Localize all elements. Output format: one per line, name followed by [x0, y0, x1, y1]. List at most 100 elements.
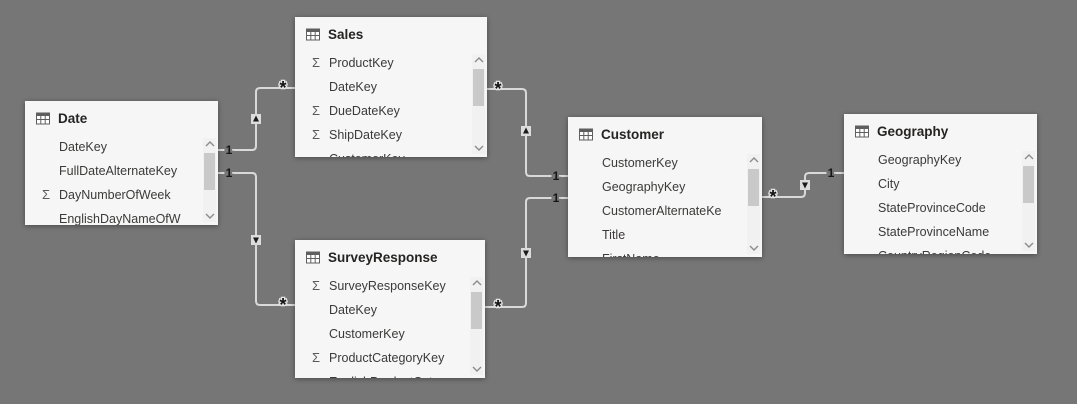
field-name: CustomerKey	[329, 327, 405, 341]
sum-sigma-icon: Σ	[311, 103, 321, 118]
scrollbar-thumb[interactable]	[1023, 166, 1034, 203]
field-row-productcategorykey[interactable]: Σ ProductCategoryKey	[295, 346, 485, 370]
field-row-customerkey[interactable]: ΣCustomerKey	[295, 322, 485, 346]
cardinality-one-label: 1	[226, 166, 233, 180]
table-card-surveyresponse[interactable]: SurveyResponseΣSurveyResponseKeyΣDateKey…	[295, 240, 485, 378]
relationship-customer-surveyresponse[interactable]: 1*	[485, 189, 568, 318]
table-header: Customer	[568, 117, 762, 151]
field-row-customerkey[interactable]: ΣCustomerKey	[568, 151, 762, 175]
scroll-up-icon[interactable]	[472, 280, 482, 286]
cardinality-many-label: *	[279, 78, 286, 98]
cardinality-one-label: 1	[226, 143, 233, 157]
cardinality-one-label: 1	[828, 166, 835, 180]
field-row-title[interactable]: ΣTitle	[568, 223, 762, 247]
field-name: GeographyKey	[602, 180, 686, 194]
scrollbar[interactable]	[747, 154, 760, 254]
field-list: ΣDateKeyΣFullDateAlternateKeyΣDayNumberO…	[25, 135, 218, 225]
field-row-city[interactable]: ΣCity	[844, 172, 1037, 196]
table-icon	[36, 112, 50, 124]
scrollbar[interactable]	[1022, 151, 1035, 251]
table-icon	[306, 251, 320, 263]
field-row-fulldatealternatekey[interactable]: ΣFullDateAlternateKey	[25, 159, 218, 183]
scroll-down-icon[interactable]	[749, 245, 759, 251]
relationship-date-sales[interactable]: 1*	[218, 77, 295, 159]
sum-sigma-icon: Σ	[311, 55, 321, 70]
table-icon	[579, 128, 593, 140]
scrollbar-thumb[interactable]	[473, 69, 484, 106]
scroll-up-icon[interactable]	[749, 157, 759, 163]
field-row-datekey[interactable]: ΣDateKey	[25, 135, 218, 159]
filter-direction-arrow-icon	[523, 250, 529, 257]
field-name: SurveyResponseKey	[329, 279, 446, 293]
field-list: ΣCustomerKeyΣGeographyKeyΣCustomerAltern…	[568, 151, 762, 257]
table-icon	[855, 125, 869, 137]
table-title: Sales	[328, 26, 364, 42]
field-name: ProductCategoryKey	[329, 351, 445, 365]
field-row-geographykey[interactable]: ΣGeographyKey	[568, 175, 762, 199]
filter-direction-arrow-icon	[253, 115, 259, 122]
field-row-customerkey[interactable]: ΣCustomerKey	[295, 147, 487, 157]
field-name: ShipDateKey	[329, 128, 402, 142]
scroll-down-icon[interactable]	[1024, 242, 1034, 248]
field-name: Title	[602, 228, 626, 242]
table-title: Date	[58, 110, 88, 126]
field-row-datekey[interactable]: ΣDateKey	[295, 75, 487, 99]
field-name: FullDateAlternateKey	[59, 164, 178, 178]
field-name: FirstName	[602, 252, 762, 257]
filter-direction-arrow-icon	[523, 127, 529, 134]
relationship-customer-sales[interactable]: 1*	[487, 78, 568, 185]
field-row-geographykey[interactable]: ΣGeographyKey	[844, 148, 1037, 172]
field-name: CountryRegionCode	[878, 249, 1037, 254]
relationship-geography-customer[interactable]: 1*	[762, 164, 844, 208]
field-name: DateKey	[329, 303, 377, 317]
scrollbar[interactable]	[472, 54, 485, 154]
field-row-englishproductcateg[interactable]: ΣEnglishProductCateg	[295, 370, 485, 378]
scrollbar-thumb[interactable]	[204, 153, 215, 190]
table-card-geography[interactable]: GeographyΣGeographyKeyΣCityΣStateProvinc…	[844, 114, 1037, 254]
table-card-sales[interactable]: SalesΣProductKeyΣDateKeyΣDueDateKeyΣShip…	[295, 17, 487, 157]
scrollbar-thumb[interactable]	[471, 292, 482, 329]
field-row-englishdaynameofw[interactable]: ΣEnglishDayNameOfW	[25, 207, 218, 225]
field-row-surveyresponsekey[interactable]: Σ SurveyResponseKey	[295, 274, 485, 298]
sum-sigma-icon: Σ	[311, 350, 321, 365]
field-row-countryregioncode[interactable]: ΣCountryRegionCode	[844, 244, 1037, 254]
scroll-up-icon[interactable]	[1024, 154, 1034, 160]
table-title: Geography	[877, 123, 949, 139]
scroll-up-icon[interactable]	[474, 57, 484, 63]
field-row-datekey[interactable]: ΣDateKey	[295, 298, 485, 322]
field-row-firstname[interactable]: ΣFirstName	[568, 247, 762, 257]
table-card-customer[interactable]: CustomerΣCustomerKeyΣGeographyKeyΣCustom…	[568, 117, 762, 257]
sum-sigma-icon: Σ	[311, 278, 321, 293]
scroll-down-icon[interactable]	[472, 366, 482, 372]
field-name: StateProvinceName	[878, 225, 990, 239]
table-header: Date	[25, 101, 218, 135]
scroll-down-icon[interactable]	[205, 213, 215, 219]
field-name: StateProvinceCode	[878, 201, 986, 215]
table-title: SurveyResponse	[328, 249, 438, 265]
field-name: CustomerKey	[602, 156, 678, 170]
scrollbar[interactable]	[203, 138, 216, 222]
scrollbar[interactable]	[470, 277, 483, 375]
scrollbar-thumb[interactable]	[748, 169, 759, 206]
relationship-date-surveyresponse[interactable]: 1*	[218, 164, 295, 316]
field-list: ΣProductKeyΣDateKeyΣDueDateKeyΣShipDateK…	[295, 51, 487, 157]
field-row-customeralternateke[interactable]: ΣCustomerAlternateKe	[568, 199, 762, 223]
table-title: Customer	[601, 126, 665, 142]
field-name: EnglishProductCateg	[329, 375, 485, 378]
sum-sigma-icon: Σ	[41, 187, 51, 202]
table-icon	[306, 28, 320, 40]
field-name: DateKey	[59, 140, 107, 154]
scroll-down-icon[interactable]	[474, 145, 484, 151]
filter-direction-arrow-icon	[253, 237, 259, 244]
field-row-stateprovincename[interactable]: ΣStateProvinceName	[844, 220, 1037, 244]
table-card-date[interactable]: DateΣDateKeyΣFullDateAlternateKeyΣDayNum…	[25, 101, 218, 225]
scroll-up-icon[interactable]	[205, 141, 215, 147]
field-name: DateKey	[329, 80, 377, 94]
table-header: SurveyResponse	[295, 240, 485, 274]
field-row-stateprovincecode[interactable]: ΣStateProvinceCode	[844, 196, 1037, 220]
